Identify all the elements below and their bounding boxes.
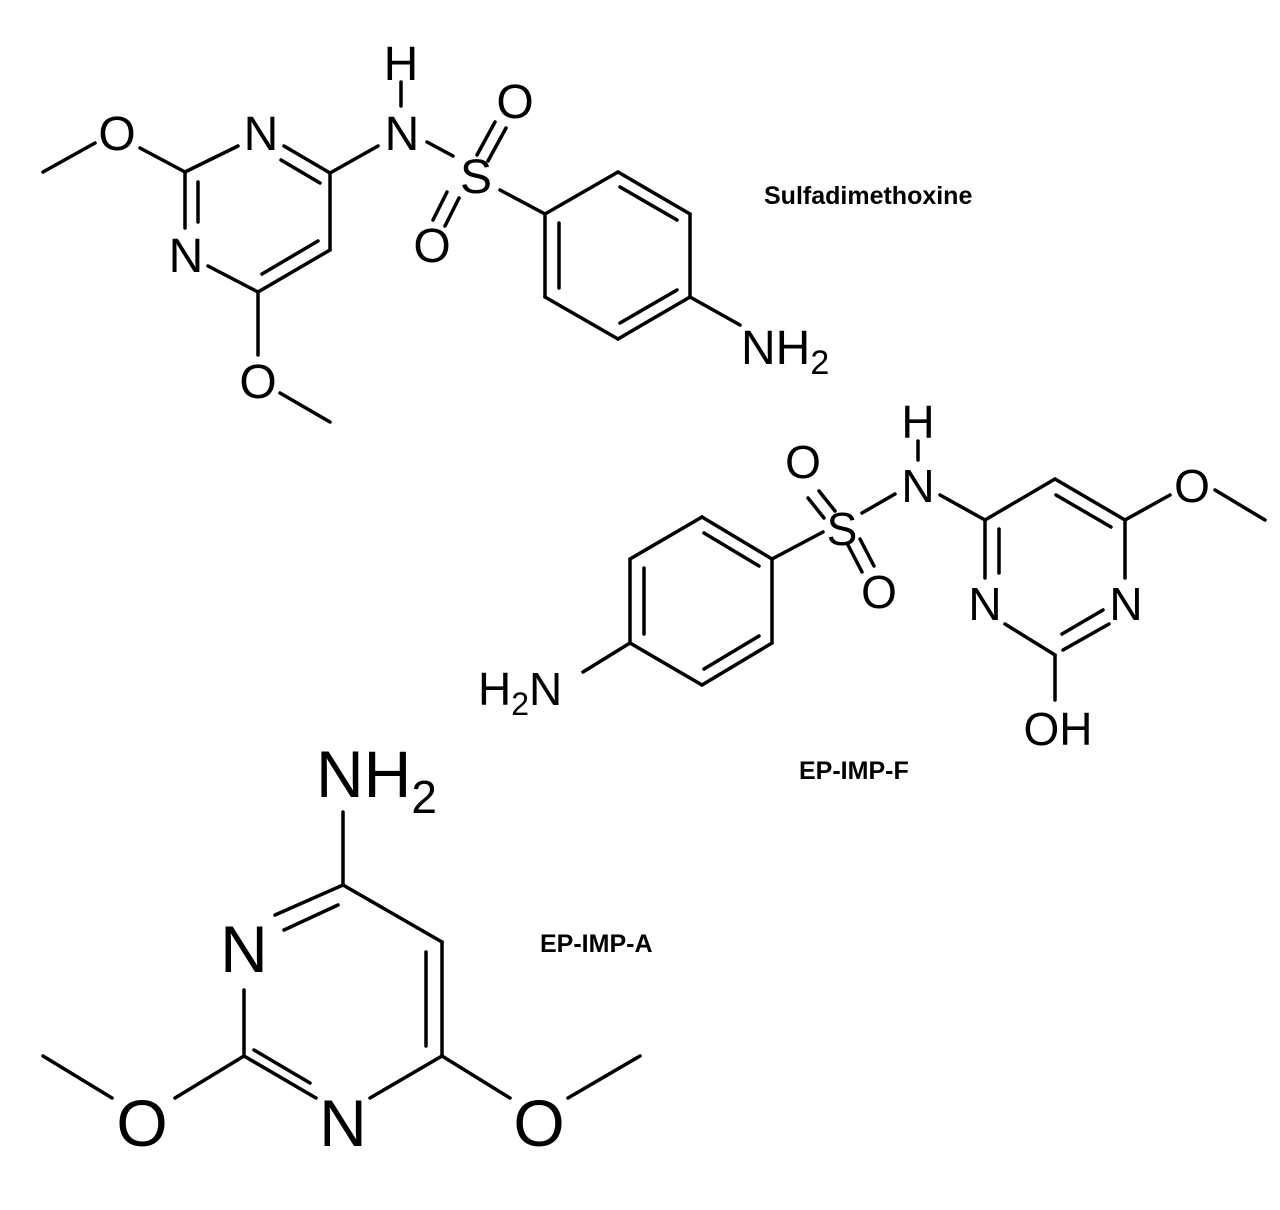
amine-nitrogen-label: H2N (478, 663, 562, 722)
sulfur-label: S (460, 151, 492, 204)
ep-imp-a-structure: NH2 N N O O EP-IMP-A (41, 737, 653, 1160)
amide-nitrogen-label: N (901, 460, 934, 512)
compound-name-label: EP-IMP-A (540, 930, 653, 958)
compound-name-label: EP-IMP-F (799, 757, 909, 785)
ring-nitrogen-label: N (319, 1086, 367, 1160)
ep-imp-a-bonds (41, 810, 642, 1100)
amide-hydrogen-label: H (901, 396, 934, 448)
sulfonyl-oxygen-label: O (413, 220, 450, 273)
ep-imp-f-structure: O H N S O O N N OH H2N EP-IMP-F (478, 396, 1267, 785)
amine-nitrogen-label: NH2 (741, 322, 829, 382)
methoxy-oxygen-label: O (1174, 460, 1210, 512)
ring-nitrogen-label: N (244, 108, 279, 161)
ep-imp-a-atom-labels: NH2 N N O O (116, 737, 564, 1160)
ring-nitrogen-label: N (169, 230, 204, 283)
methoxy-oxygen-label: O (513, 1086, 564, 1160)
hydroxyl-label: OH (1024, 703, 1093, 755)
ep-imp-f-atom-labels: O H N S O O N N OH H2N (478, 396, 1210, 755)
methoxy-oxygen-label: O (239, 356, 276, 409)
ep-imp-f-bonds (581, 439, 1267, 702)
amide-hydrogen-label: H (384, 38, 419, 91)
sulfur-label: S (827, 503, 858, 555)
sulfadimethoxine-bonds (41, 80, 742, 424)
amide-nitrogen-label: N (385, 108, 420, 161)
methoxy-oxygen-label: O (98, 108, 135, 161)
sulfadimethoxine-atom-labels: O N N O H N S O O NH2 (98, 38, 829, 409)
sulfonyl-oxygen-label: O (861, 566, 897, 618)
sulfonyl-oxygen-label: O (785, 436, 821, 488)
ring-nitrogen-label: N (968, 578, 1001, 630)
ring-nitrogen-label: N (1109, 578, 1142, 630)
ring-nitrogen-label: N (220, 912, 268, 986)
sulfadimethoxine-structure: O N N O H N S O O NH2 Sulfadimethoxine (41, 38, 972, 424)
sulfonyl-oxygen-label: O (496, 76, 533, 129)
amine-nitrogen-label: NH2 (316, 737, 437, 823)
compound-name-label: Sulfadimethoxine (764, 182, 972, 210)
methoxy-oxygen-label: O (116, 1086, 167, 1160)
